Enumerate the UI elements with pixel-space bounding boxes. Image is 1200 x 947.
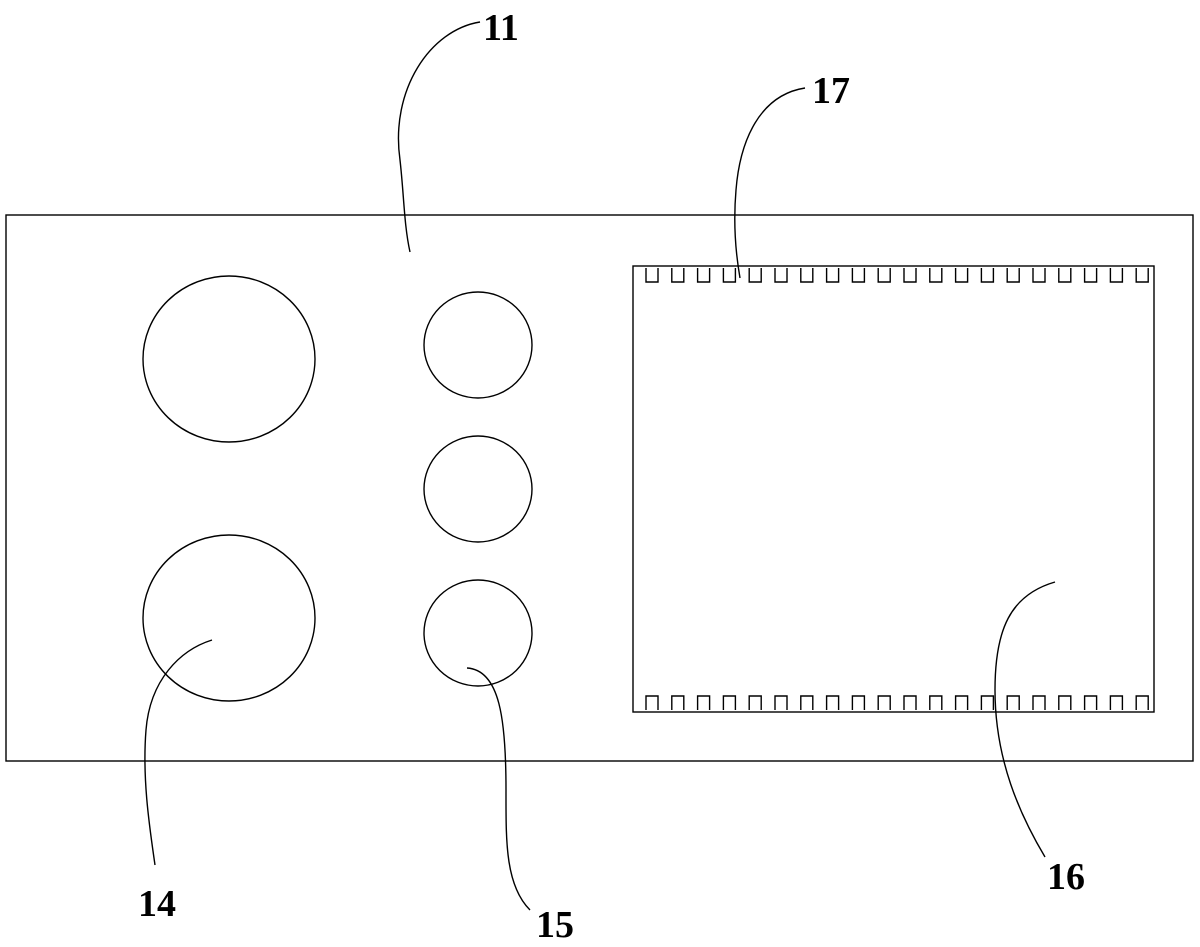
tooth-top bbox=[1135, 268, 1149, 283]
tooth-top bbox=[1006, 268, 1020, 283]
label-14: 14 bbox=[138, 883, 176, 925]
housing-outline bbox=[5, 214, 1194, 762]
leader-line-11 bbox=[397, 21, 481, 253]
tooth-bottom bbox=[722, 695, 737, 710]
leader-line-14 bbox=[144, 639, 213, 866]
tooth-top bbox=[1083, 268, 1098, 283]
tooth-top bbox=[748, 268, 762, 283]
panel-outline bbox=[632, 265, 1155, 713]
tooth-top bbox=[671, 268, 685, 283]
tooth-bottom bbox=[903, 695, 917, 710]
tooth-bottom bbox=[671, 695, 685, 710]
tooth-bottom bbox=[800, 695, 814, 710]
teeth-row-bottom bbox=[645, 695, 1149, 710]
tooth-bottom bbox=[1058, 695, 1072, 710]
tooth-bottom bbox=[929, 695, 943, 710]
tooth-top bbox=[1109, 268, 1124, 283]
tooth-bottom bbox=[748, 695, 762, 710]
tooth-bottom bbox=[774, 695, 788, 710]
large-circle-top bbox=[142, 275, 316, 443]
tooth-bottom bbox=[1135, 695, 1149, 710]
tooth-bottom bbox=[954, 695, 969, 710]
tooth-bottom bbox=[1032, 695, 1046, 710]
leader-line-15 bbox=[466, 667, 531, 911]
tooth-top bbox=[1058, 268, 1072, 283]
label-17: 17 bbox=[812, 70, 850, 112]
tooth-top bbox=[929, 268, 943, 283]
leader-line-16 bbox=[994, 581, 1056, 858]
small-circle-bottom bbox=[423, 579, 533, 687]
tooth-bottom bbox=[980, 695, 995, 710]
tooth-top bbox=[980, 268, 995, 283]
teeth-row-top bbox=[645, 268, 1149, 283]
tooth-bottom bbox=[645, 695, 659, 710]
tooth-top bbox=[954, 268, 969, 283]
tooth-top bbox=[800, 268, 814, 283]
leader-line-17 bbox=[734, 87, 806, 279]
large-circle-bottom bbox=[142, 534, 316, 702]
label-11: 11 bbox=[483, 7, 519, 49]
tooth-bottom bbox=[825, 695, 840, 710]
tooth-top bbox=[645, 268, 659, 283]
tooth-top bbox=[877, 268, 891, 283]
label-16: 16 bbox=[1047, 856, 1085, 898]
tooth-top bbox=[696, 268, 711, 283]
tooth-top bbox=[722, 268, 737, 283]
label-15: 15 bbox=[536, 904, 574, 946]
tooth-bottom bbox=[1006, 695, 1020, 710]
tooth-top bbox=[774, 268, 788, 283]
tooth-bottom bbox=[851, 695, 866, 710]
tooth-bottom bbox=[1083, 695, 1098, 710]
tooth-top bbox=[1032, 268, 1046, 283]
tooth-bottom bbox=[1109, 695, 1124, 710]
tooth-top bbox=[903, 268, 917, 283]
tooth-top bbox=[825, 268, 840, 283]
tooth-top bbox=[851, 268, 866, 283]
tooth-bottom bbox=[696, 695, 711, 710]
tooth-bottom bbox=[877, 695, 891, 710]
small-circle-top bbox=[423, 291, 533, 399]
small-circle-middle bbox=[423, 435, 533, 543]
